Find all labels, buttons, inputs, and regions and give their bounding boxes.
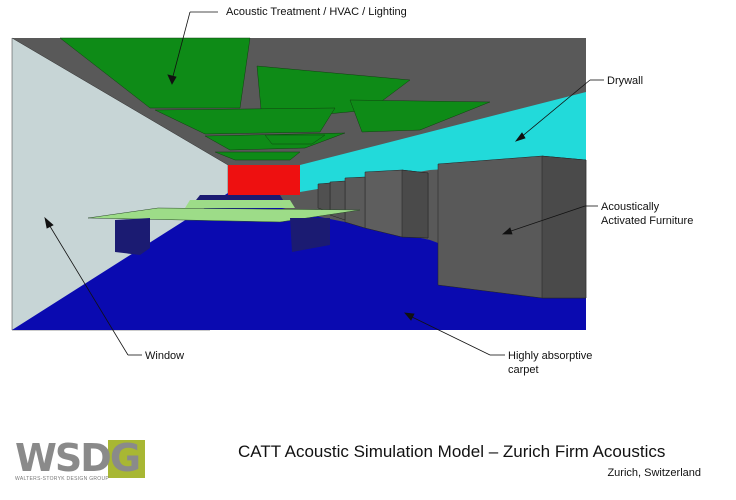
acoustic-panels xyxy=(59,37,491,161)
label-furniture: Acoustically Activated Furniture xyxy=(601,201,694,227)
page-subtitle: Zurich, Switzerland xyxy=(607,467,701,479)
leader-lines xyxy=(44,11,604,356)
desk xyxy=(87,195,361,255)
label-drywall: Drywall xyxy=(607,75,644,87)
logo-wordmark: WSDG xyxy=(15,436,141,480)
label-window: Window xyxy=(145,350,185,362)
logo-accent-square xyxy=(108,440,145,478)
back-wall xyxy=(228,165,300,195)
label-carpet: Highly absorptive carpet xyxy=(508,350,593,376)
acoustic-furniture xyxy=(317,155,587,299)
label-acoustic-treatment: Acoustic Treatment / HVAC / Lighting xyxy=(226,6,407,18)
drywall xyxy=(300,92,586,192)
logo-subtext: WALTERS-STORYK DESIGN GROUP xyxy=(15,476,110,482)
page-title: CATT Acoustic Simulation Model – Zurich … xyxy=(238,442,666,461)
wsdg-logo: WSDG WALTERS-STORYK DESIGN GROUP xyxy=(15,436,145,490)
floor xyxy=(12,193,586,330)
